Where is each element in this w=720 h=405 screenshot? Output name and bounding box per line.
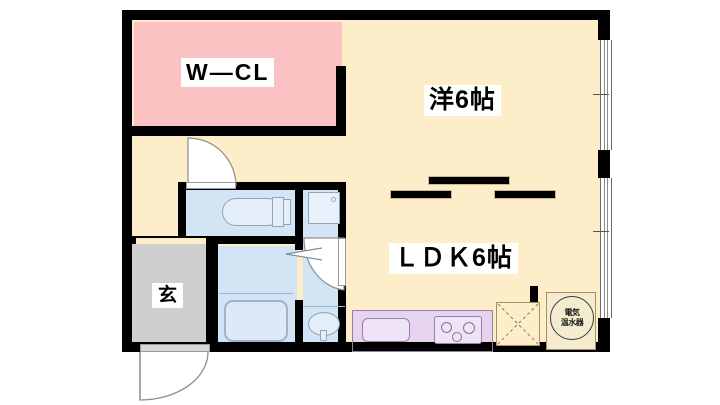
entrance-door-swing bbox=[139, 351, 209, 401]
kitchen-sink bbox=[362, 318, 410, 342]
room-label-wcl: W—CL bbox=[181, 58, 275, 87]
wall-toilet-west bbox=[178, 182, 186, 240]
genkan-step bbox=[136, 238, 206, 244]
kitchen-counter bbox=[352, 310, 493, 352]
wall-south bbox=[122, 342, 610, 352]
wall-washroom-west-upper bbox=[295, 182, 303, 250]
bath-divider-line bbox=[219, 293, 293, 294]
wall-west bbox=[122, 10, 132, 352]
wall-sanitary-north bbox=[178, 182, 346, 190]
hall-door-swing bbox=[187, 137, 237, 187]
partition-bar-left bbox=[390, 190, 452, 199]
hall-door-leaf bbox=[186, 182, 236, 189]
water-heater-label-line1: 電気 bbox=[564, 308, 580, 317]
wall-bath-north bbox=[210, 236, 302, 244]
window-tick-upper bbox=[593, 94, 609, 95]
room-label-ldk: ＬＤＫ6帖 bbox=[389, 243, 518, 274]
wall-east-stub-bottom bbox=[598, 318, 610, 352]
water-heater-icon: 電気 温水器 bbox=[550, 296, 594, 340]
toilet-cistern bbox=[283, 199, 291, 225]
entrance-door-leaf bbox=[140, 344, 210, 352]
room-label-yoshitsu: 洋6帖 bbox=[424, 85, 501, 116]
stove-burner-1-icon bbox=[441, 322, 452, 333]
window-east-lower bbox=[600, 178, 612, 318]
washbasin-faucet-icon bbox=[320, 330, 327, 341]
bathtub bbox=[224, 300, 288, 342]
wall-genkan-east bbox=[206, 236, 216, 352]
partition-bar-right bbox=[494, 190, 556, 199]
mirror-knob-icon bbox=[331, 197, 336, 202]
water-heater-label-line2: 温水器 bbox=[560, 318, 584, 327]
bath-door-leaf bbox=[338, 238, 346, 286]
stove-burner-3-icon bbox=[452, 332, 462, 342]
wall-north bbox=[122, 10, 610, 20]
wall-east-stub-mid bbox=[598, 150, 610, 178]
toilet-bowl bbox=[222, 198, 274, 226]
room-label-genkan: 玄 bbox=[152, 283, 184, 308]
wall-wcl-south bbox=[132, 126, 346, 136]
toilet-door-sliding bbox=[285, 247, 323, 261]
partition-bar-center bbox=[428, 176, 510, 185]
washing-machine-cross-icon bbox=[497, 303, 539, 345]
wall-wcl-east bbox=[336, 66, 346, 136]
wall-washroom-west-lower bbox=[295, 300, 303, 352]
stove-burner-2-icon bbox=[463, 322, 475, 334]
wall-east-stub-top bbox=[598, 10, 610, 40]
washroom-divider-line bbox=[303, 306, 345, 307]
window-tick-lower bbox=[593, 231, 609, 232]
window-east-upper bbox=[600, 40, 612, 150]
gas-stove bbox=[434, 316, 482, 344]
